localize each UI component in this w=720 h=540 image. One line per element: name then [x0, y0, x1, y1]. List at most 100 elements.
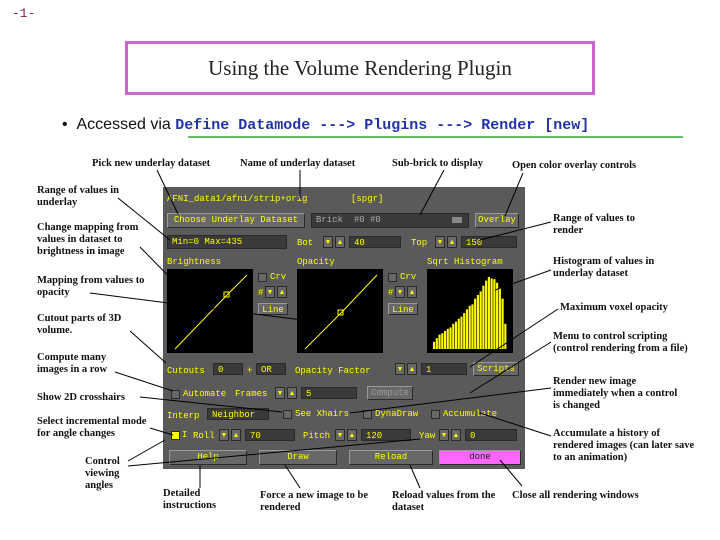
- histogram-bar: [474, 298, 477, 349]
- histogram-bar: [460, 316, 463, 349]
- cutouts-selector[interactable]: 0: [213, 363, 243, 375]
- top-increment-arrow[interactable]: ▲: [447, 236, 457, 248]
- draw-button[interactable]: Draw: [259, 450, 337, 465]
- histogram-bar: [504, 323, 507, 349]
- opacity-factor-decrement-arrow[interactable]: ▼: [395, 363, 405, 375]
- frames-input[interactable]: 5: [301, 387, 357, 399]
- dataset-name-label: AFNI_data1/afni/strip+orig: [167, 194, 308, 204]
- cutouts-logic-selector[interactable]: OR: [256, 363, 286, 375]
- top-input[interactable]: 150: [461, 236, 517, 248]
- brightness-curve: [174, 274, 248, 350]
- dynadraw-checkbox[interactable]: [363, 410, 372, 419]
- done-button[interactable]: done: [439, 450, 521, 465]
- interp-label: Interp: [167, 411, 200, 421]
- opacity-increment-arrow[interactable]: ▲: [407, 286, 417, 298]
- frames-increment-arrow[interactable]: ▲: [287, 387, 297, 399]
- yaw-input[interactable]: 0: [465, 429, 517, 441]
- histogram-bar: [493, 279, 496, 349]
- brick-value: #0 #0: [353, 215, 381, 225]
- bot-increment-arrow[interactable]: ▲: [335, 236, 345, 248]
- top-label: Top: [411, 238, 428, 248]
- histogram-bars: [433, 277, 507, 349]
- frames-decrement-arrow[interactable]: ▼: [275, 387, 285, 399]
- automate-label: Automate: [183, 389, 227, 399]
- interp-selector[interactable]: Neighbor: [207, 408, 269, 420]
- opacity-label: Opacity: [297, 257, 335, 267]
- bot-input[interactable]: 40: [349, 236, 401, 248]
- ann-range-underlay: Range of values in underlay: [37, 185, 119, 208]
- yaw-decrement-arrow[interactable]: ▼: [439, 429, 449, 441]
- opacity-graph[interactable]: [297, 269, 383, 353]
- render-plugin-window: AFNI_data1/afni/strip+orig [spgr] Choose…: [163, 187, 525, 469]
- slide-title: Using the Volume Rendering Plugin: [125, 41, 595, 95]
- roll-input[interactable]: 70: [245, 429, 295, 441]
- bot-label: Bot: [297, 238, 314, 248]
- ann-force-image: Force a new image to be rendered: [260, 490, 368, 513]
- ann-accumulate-history: Accumulate a history of rendered images …: [553, 428, 695, 463]
- opacity-line-button[interactable]: Line: [388, 303, 418, 315]
- reload-button[interactable]: Reload: [349, 450, 433, 465]
- pitch-input[interactable]: 120: [361, 429, 411, 441]
- histogram-bar: [441, 333, 444, 349]
- help-button[interactable]: Help: [169, 450, 247, 465]
- ann-control-viewing: Control viewing angles: [85, 456, 120, 491]
- brightness-crv-checkbox[interactable]: [258, 273, 267, 282]
- pitch-label: Pitch: [303, 431, 331, 441]
- yaw-increment-arrow[interactable]: ▲: [451, 429, 461, 441]
- ann-range-render: Range of values to render: [553, 213, 635, 236]
- brightness-decrement-arrow[interactable]: ▼: [265, 286, 275, 298]
- brightness-increment-arrow[interactable]: ▲: [277, 286, 287, 298]
- opacity-factor-input[interactable]: 1: [421, 363, 467, 375]
- histogram-bar: [487, 277, 490, 349]
- accumulate-checkbox[interactable]: [431, 410, 440, 419]
- ann-render-new: Render new image immediately when a cont…: [553, 376, 678, 411]
- histogram-bar: [454, 321, 458, 349]
- brightness-label: Brightness: [167, 257, 222, 267]
- scripts-button[interactable]: Scripts: [473, 362, 519, 376]
- ann-select-incremental: Select incremental mode for angle change…: [37, 416, 147, 439]
- see-xhairs-label: See Xhairs: [295, 409, 350, 419]
- pitch-decrement-arrow[interactable]: ▼: [335, 429, 345, 441]
- ann-histogram: Histogram of values in underlay dataset: [553, 256, 655, 279]
- bot-decrement-arrow[interactable]: ▼: [323, 236, 333, 248]
- histogram-bar: [476, 295, 479, 349]
- brick-label: Brick: [316, 215, 344, 225]
- histogram-bar: [490, 278, 493, 349]
- compute-button[interactable]: Compute: [367, 386, 413, 400]
- sqrt-histogram-label: Sqrt Histogram: [427, 257, 503, 267]
- ann-show-2d: Show 2D crosshairs: [37, 392, 125, 403]
- opacity-crv-label: Crv: [400, 272, 417, 282]
- choose-underlay-button[interactable]: Choose Underlay Dataset: [167, 213, 305, 228]
- ann-sub-brick: Sub-brick to display: [392, 158, 484, 169]
- incremental-checkbox[interactable]: [171, 431, 180, 440]
- bullet-prefix: Accessed via: [76, 116, 176, 133]
- dynadraw-label: DynaDraw: [375, 409, 419, 419]
- brightness-crv-label: Crv: [270, 272, 287, 282]
- ann-change-mapping: Change mapping from values in dataset to…: [37, 222, 139, 257]
- brick-selector[interactable]: Brick #0 #0: [311, 213, 469, 228]
- ann-compute-many: Compute many images in a row: [37, 352, 108, 375]
- brightness-graph[interactable]: [167, 269, 253, 353]
- overlay-button[interactable]: Overlay: [475, 213, 519, 228]
- opacity-factor-increment-arrow[interactable]: ▲: [407, 363, 417, 375]
- see-xhairs-checkbox[interactable]: [283, 410, 292, 419]
- histogram-bar: [449, 327, 452, 349]
- brightness-line-button[interactable]: Line: [258, 303, 288, 315]
- opacity-crv-checkbox[interactable]: [388, 273, 397, 282]
- pitch-increment-arrow[interactable]: ▲: [347, 429, 357, 441]
- ann-reload-values: Reload values from the dataset: [392, 490, 496, 513]
- roll-increment-arrow[interactable]: ▲: [231, 429, 241, 441]
- roll-decrement-arrow[interactable]: ▼: [219, 429, 229, 441]
- menu-path-underline: [188, 136, 683, 138]
- top-decrement-arrow[interactable]: ▼: [435, 236, 445, 248]
- incremental-label: I: [182, 430, 188, 440]
- opacity-decrement-arrow[interactable]: ▼: [395, 286, 405, 298]
- ann-max-voxel: Maximum voxel opacity: [560, 302, 668, 313]
- bullet-accessed-via: • Accessed via Define Datamode ---> Plug…: [62, 116, 589, 134]
- frames-label: Frames: [235, 389, 268, 399]
- histogram-bar: [471, 304, 474, 349]
- histogram-bar: [485, 280, 488, 349]
- automate-checkbox[interactable]: [171, 390, 180, 399]
- accumulate-label: Accumulate: [443, 409, 498, 419]
- sqrt-histogram-plot: [427, 269, 513, 353]
